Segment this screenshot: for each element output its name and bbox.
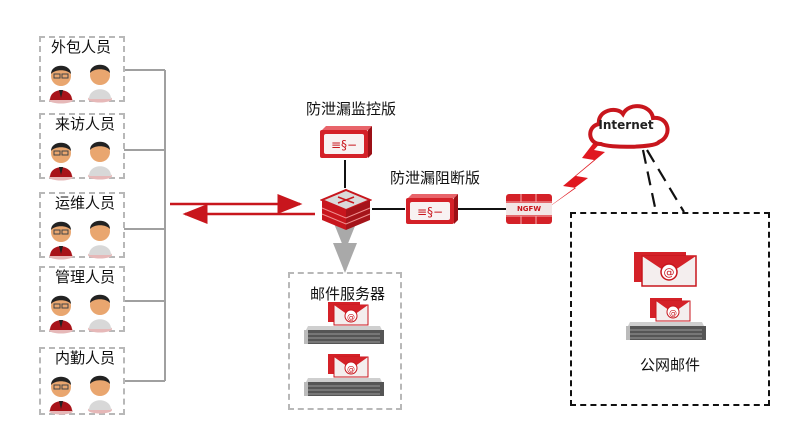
mail-server-label: 邮件服务器 (310, 285, 386, 303)
svg-text:@: @ (347, 365, 355, 374)
staff-person-icon (49, 65, 73, 104)
dlp-monitor-device-icon[interactable]: ≡§− (318, 124, 374, 162)
ngfw-firewall[interactable]: NGFW (506, 194, 552, 224)
svg-text:@: @ (664, 266, 675, 279)
cloud-icon (588, 104, 670, 149)
svg-text:≡§−: ≡§− (417, 205, 443, 219)
internet-label: Internet (598, 118, 654, 132)
user-bus (124, 69, 166, 382)
public-mail-server[interactable]: @ (618, 296, 708, 352)
public-mail-group (570, 212, 770, 406)
user-group[interactable]: 管理人员 (39, 266, 125, 334)
staff-person-light-icon (88, 64, 112, 103)
mail-server-group (288, 272, 402, 410)
svg-text:≡§−: ≡§− (331, 138, 357, 152)
mail-server-icon: @ (304, 302, 384, 344)
mail-server-icon: @ (626, 298, 706, 340)
mail-server-2[interactable]: @ (296, 352, 386, 408)
svg-text:@: @ (347, 313, 355, 322)
user-group[interactable]: 外包人员 (39, 36, 125, 104)
staff-person-icon (49, 142, 73, 181)
firewall-label: NGFW (516, 205, 542, 213)
staff-person-light-icon (88, 375, 112, 414)
staff-person-light-icon (88, 294, 112, 333)
blocker-label: 防泄漏阻断版 (390, 169, 481, 187)
staff-person-icon (49, 221, 73, 260)
user-group[interactable]: 运维人员 (39, 192, 125, 260)
user-group-label: 运维人员 (55, 194, 116, 212)
staff-person-light-icon (88, 220, 112, 259)
core-switch-icon[interactable] (320, 188, 372, 234)
user-group[interactable]: 来访人员 (39, 113, 125, 181)
lightning-icon (542, 130, 612, 212)
public-mail-label: 公网邮件 (640, 356, 701, 374)
staff-person-light-icon (88, 141, 112, 180)
user-group-label: 内勤人员 (55, 349, 116, 367)
user-group-label: 来访人员 (55, 115, 116, 133)
firewall-icon (506, 194, 552, 224)
dlp-blocker-device-icon[interactable]: ≡§− (404, 192, 460, 228)
user-group-label: 外包人员 (51, 38, 112, 56)
user-group-label: 管理人员 (55, 268, 116, 286)
staff-person-icon (49, 295, 73, 334)
public-email-icon: @ (634, 252, 697, 287)
internet-cloud[interactable]: Internet (585, 100, 673, 152)
mail-server-icon: @ (304, 354, 384, 396)
mail-server-1[interactable]: @ (296, 300, 386, 356)
user-group[interactable]: 内勤人员 (39, 347, 125, 415)
staff-person-icon (49, 376, 73, 415)
monitor-label: 防泄漏监控版 (306, 100, 397, 118)
svg-text:@: @ (669, 309, 677, 318)
